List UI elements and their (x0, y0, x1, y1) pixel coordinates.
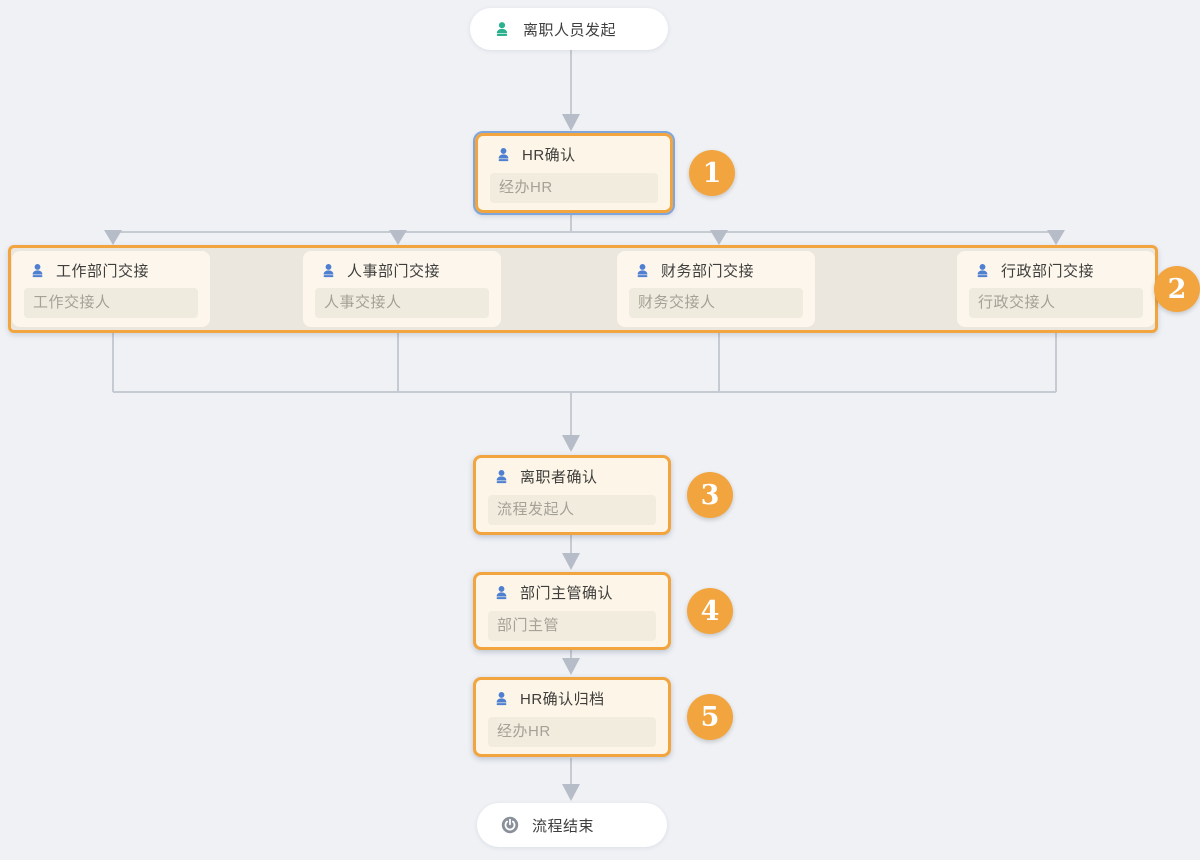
step-number-badge: 3 (687, 472, 733, 518)
assignee-field: 行政交接人 (969, 288, 1143, 318)
user-icon (494, 691, 509, 706)
assignee-field: 人事交接人 (315, 288, 489, 318)
assignee-field: 工作交接人 (24, 288, 198, 318)
step-number-badge: 4 (687, 588, 733, 634)
node-title-row: HR确认归档 (488, 688, 656, 709)
node-title: HR确认归档 (520, 690, 605, 708)
node-admin-handover[interactable]: 行政部门交接 行政交接人 (957, 251, 1155, 327)
node-title: 行政部门交接 (1001, 263, 1095, 280)
power-icon (501, 816, 519, 834)
node-title-row: 财务部门交接 (629, 260, 803, 281)
step-number-badge: 1 (689, 150, 735, 196)
node-title: HR确认 (522, 146, 576, 164)
node-title: 部门主管确认 (520, 584, 614, 602)
start-node-label: 离职人员发起 (523, 21, 617, 39)
node-title-row: 人事部门交接 (315, 260, 489, 281)
user-icon (975, 263, 990, 278)
assignee-field: 部门主管 (488, 610, 656, 641)
user-icon (496, 147, 511, 162)
user-icon (30, 263, 45, 278)
arrowheads (104, 114, 1065, 801)
node-title-row: 工作部门交接 (24, 260, 198, 281)
assignee-field: 经办HR (490, 172, 658, 203)
user-icon (494, 585, 509, 600)
step-number-badge: 5 (687, 694, 733, 740)
node-hr-confirm[interactable]: HR确认 经办HR (473, 131, 675, 215)
step-number-badge: 2 (1154, 266, 1200, 312)
assignee-field: 财务交接人 (629, 288, 803, 318)
node-title-row: 离职者确认 (488, 466, 656, 487)
user-icon (635, 263, 650, 278)
node-manager-confirm[interactable]: 部门主管确认 部门主管 (473, 572, 671, 650)
user-icon (494, 21, 510, 37)
parallel-group[interactable]: 工作部门交接 工作交接人 人事部门交接 人事交接人 (8, 245, 1158, 333)
start-node[interactable]: 离职人员发起 (470, 8, 668, 50)
node-title-row: HR确认 (490, 144, 658, 165)
user-icon (494, 469, 509, 484)
end-node-label: 流程结束 (532, 817, 595, 835)
node-hr-archive[interactable]: HR确认归档 经办HR (473, 677, 671, 757)
end-node[interactable]: 流程结束 (477, 803, 667, 847)
assignee-field: 流程发起人 (488, 494, 656, 525)
node-title-row: 部门主管确认 (488, 582, 656, 603)
assignee-field: 经办HR (488, 716, 656, 747)
user-icon (321, 263, 336, 278)
node-title: 财务部门交接 (661, 263, 755, 280)
node-title: 人事部门交接 (347, 263, 441, 280)
node-personnel-handover[interactable]: 人事部门交接 人事交接人 (303, 251, 501, 327)
node-title-row: 行政部门交接 (969, 260, 1143, 281)
node-title: 离职者确认 (520, 468, 598, 486)
node-finance-handover[interactable]: 财务部门交接 财务交接人 (617, 251, 815, 327)
node-work-handover[interactable]: 工作部门交接 工作交接人 (12, 251, 210, 327)
node-leaver-confirm[interactable]: 离职者确认 流程发起人 (473, 455, 671, 535)
node-title: 工作部门交接 (56, 263, 150, 280)
